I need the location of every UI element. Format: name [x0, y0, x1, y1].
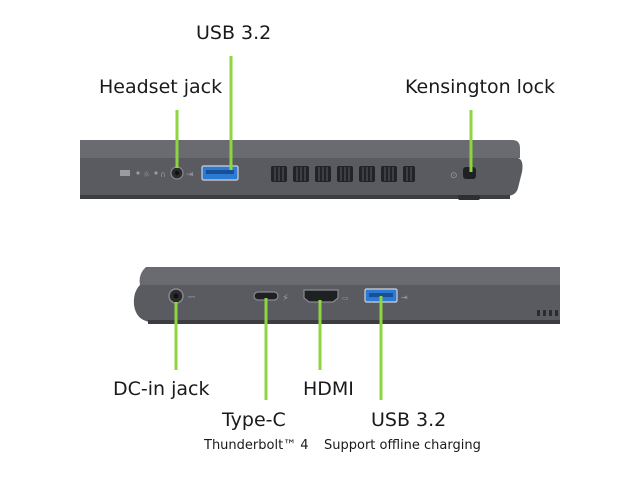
laptop-right-side: ⎓ ⚡ ▭ ⇥	[133, 267, 560, 400]
dc-symbol-icon: ⎓	[188, 293, 195, 303]
hdmi-port	[303, 289, 339, 303]
status-led-icon	[136, 171, 140, 175]
dc-in-jack-label: DC-in jack	[113, 378, 210, 400]
offline-charging-sublabel: Support offline charging	[324, 438, 481, 453]
laptop-left-side: ☼ ∩ ⇥	[80, 56, 523, 200]
thunderbolt-sublabel: Thunderbolt™ 4	[204, 438, 309, 453]
headset-symbol-icon: ∩	[160, 170, 166, 179]
headset-jack-label: Headset jack	[99, 76, 223, 98]
usb-top-label: USB 3.2	[196, 22, 272, 44]
lock-symbol-icon: ⊙	[450, 171, 458, 181]
battery-indicator-icon	[120, 170, 130, 176]
hdmi-label: HDMI	[303, 378, 354, 400]
thunderbolt-icon: ⚡	[282, 293, 289, 304]
usb-symbol-icon: ⇥	[186, 170, 194, 180]
type-c-label: Type-C	[222, 409, 286, 431]
status-led-icon	[154, 171, 158, 175]
charging-usb-symbol-icon: ⇥	[401, 293, 408, 302]
kensington-lock-label: Kensington lock	[405, 76, 556, 98]
usb-bottom-label: USB 3.2	[371, 409, 447, 431]
power-indicator-icon: ☼	[143, 170, 150, 179]
hdmi-symbol-icon: ▭	[342, 294, 349, 302]
kensington-lock-slot	[463, 167, 476, 179]
rear-vents	[537, 310, 558, 316]
